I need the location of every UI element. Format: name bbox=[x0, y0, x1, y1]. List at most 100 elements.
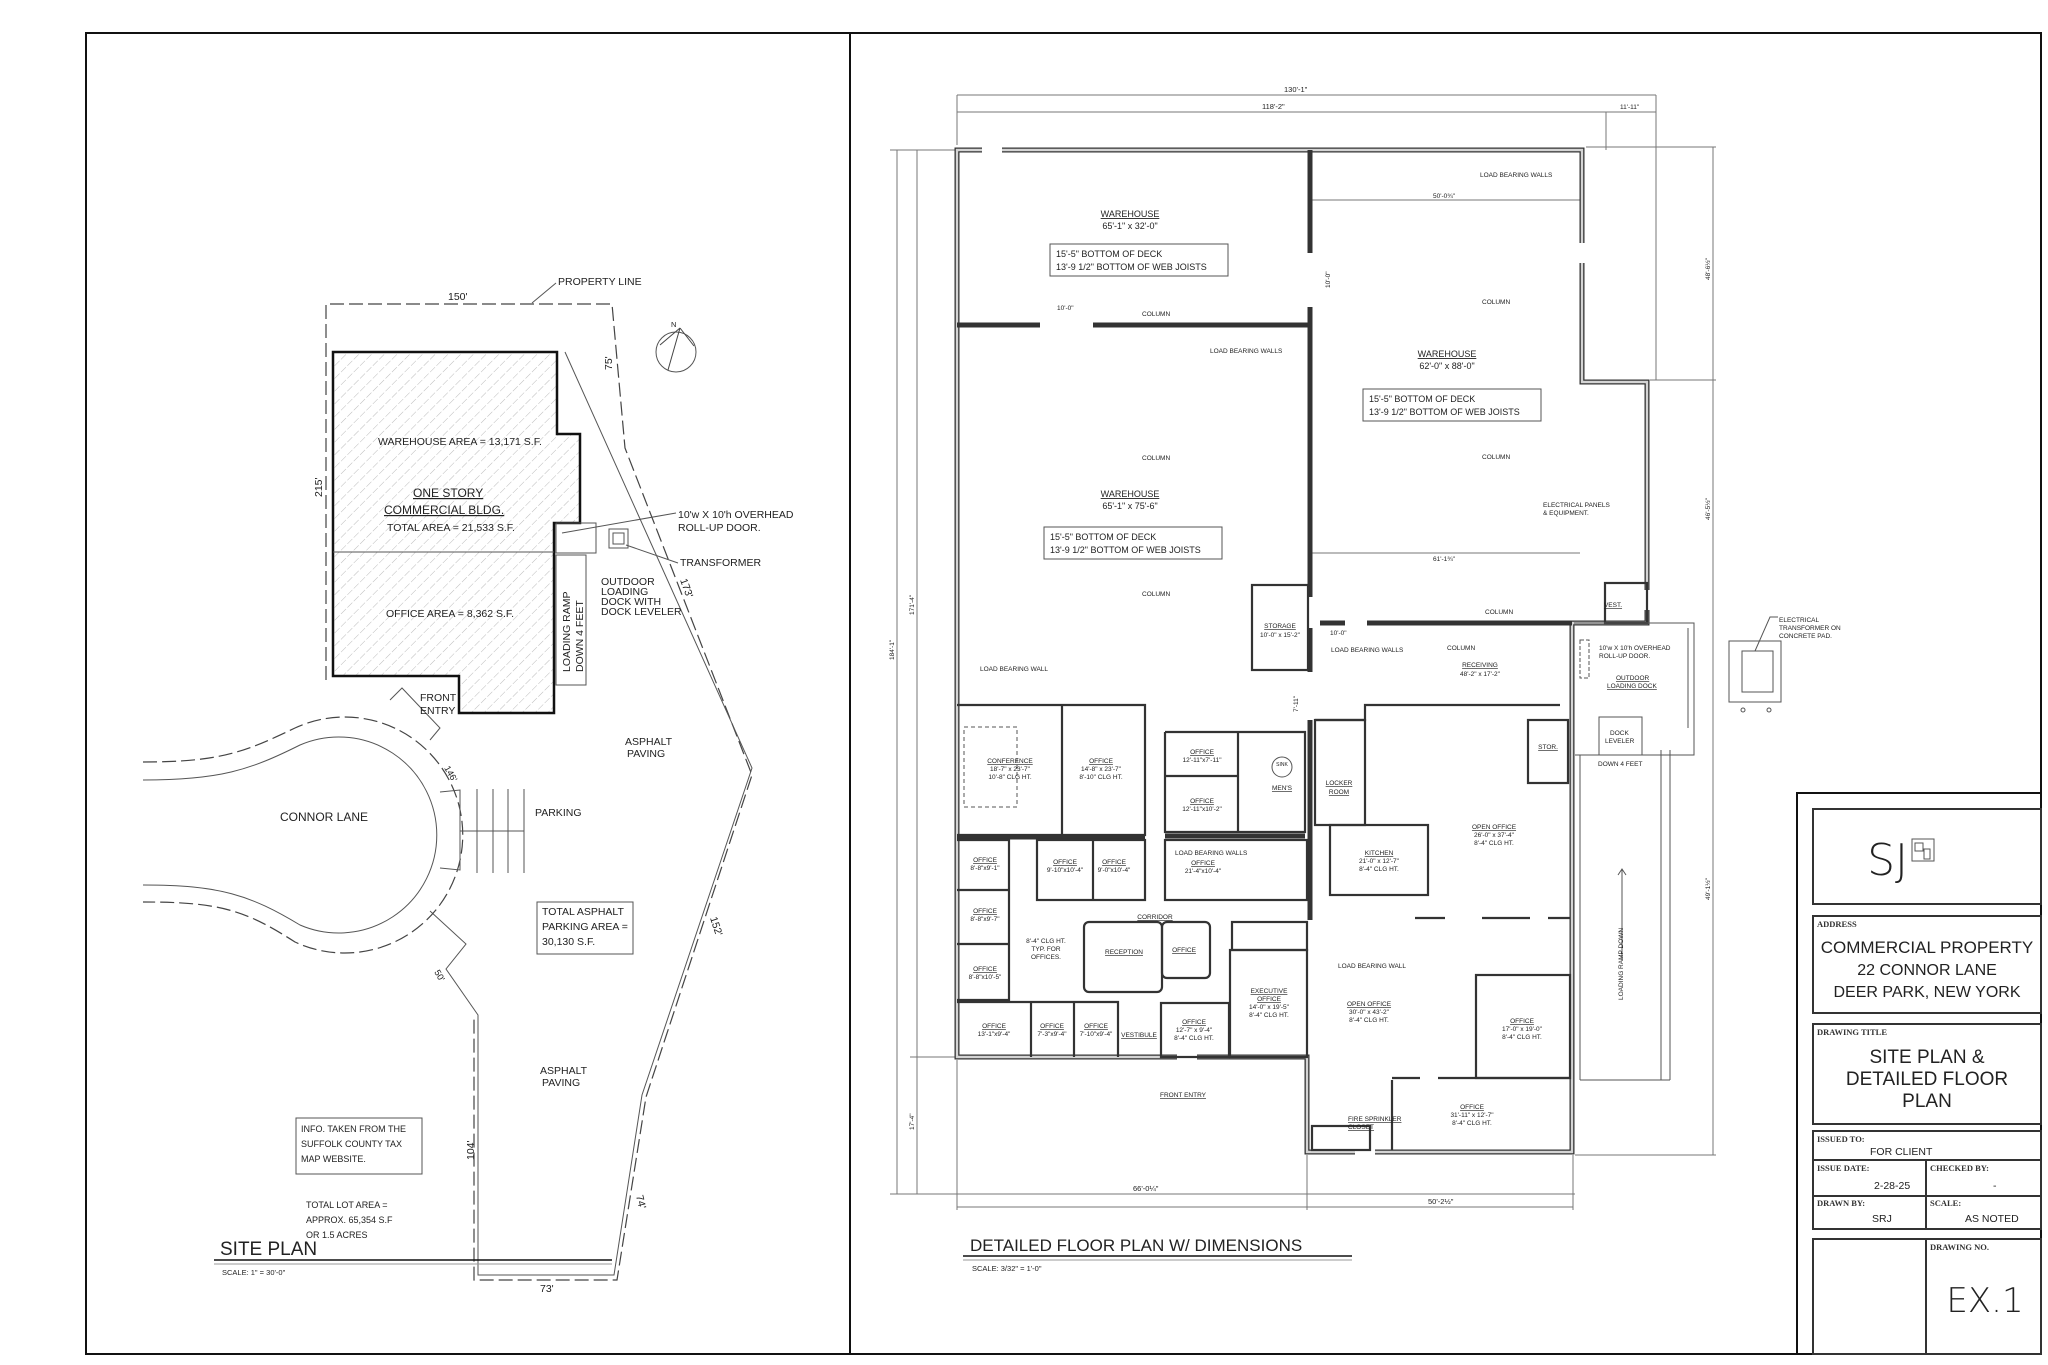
room-size: OFFICE bbox=[1257, 996, 1281, 1003]
room-clg: 8'-4" CLG HT. bbox=[1474, 840, 1514, 847]
room-name: VEST. bbox=[1604, 602, 1622, 609]
dim-right-c: 49'-1½" bbox=[1704, 877, 1712, 900]
site-plan: N WAREHOUSE AREA = 13,171 S.F. ONE STORY… bbox=[142, 276, 794, 1295]
room-name: WAREHOUSE bbox=[1101, 209, 1160, 219]
address-label: ADDRESS bbox=[1817, 919, 1857, 929]
address-line: DEER PARK, NEW YORK bbox=[1834, 984, 2021, 1001]
room-name: WAREHOUSE bbox=[1101, 489, 1160, 499]
room-size: 21'-4"x10'-4" bbox=[1185, 868, 1222, 875]
room-size: 48'-2" x 17'-2" bbox=[1460, 671, 1501, 678]
room-size: 9'-10"x10'-4" bbox=[1047, 867, 1084, 874]
title-block: SJ ADDRESS COMMERCIAL PROPERTY 22 CONNOR… bbox=[1812, 808, 2042, 1355]
loading-ramp-label-2: DOWN 4 FEET bbox=[574, 600, 586, 672]
room-clg: 8'-4" CLG HT. bbox=[1359, 866, 1399, 873]
transformer-note: CONCRETE PAD. bbox=[1779, 633, 1832, 640]
dim-depth-b: 17'-4" bbox=[909, 1113, 916, 1130]
room-name: OFFICE bbox=[982, 1023, 1006, 1030]
dim-bottom-b: 50'-2½" bbox=[1428, 1197, 1454, 1206]
sheet-frame bbox=[85, 32, 2042, 1355]
dim-bottom: 73' bbox=[540, 1283, 554, 1295]
logo-box: SJ bbox=[1812, 808, 2042, 905]
room-size: 8'-8"x9'-7" bbox=[970, 916, 1000, 923]
parking-area-line-2: PARKING AREA = bbox=[542, 921, 628, 933]
dim-width-a: 118'-2" bbox=[1262, 102, 1285, 111]
dim-overall-width: 130'-1" bbox=[1284, 85, 1308, 94]
room-name: OFFICE bbox=[973, 966, 997, 973]
warehouse-area-label: WAREHOUSE AREA = 13,171 S.F. bbox=[378, 436, 542, 448]
dock-leveler-label: LEVELER bbox=[1605, 738, 1635, 745]
ceiling-note: OFFICES. bbox=[1031, 954, 1061, 961]
front-entry-label-2: ENTRY bbox=[420, 705, 455, 717]
dim-width-b: 11'-11" bbox=[1620, 104, 1640, 111]
room-size: 12'-11"x7'-11" bbox=[1182, 757, 1222, 764]
room-name: OFFICE bbox=[973, 857, 997, 864]
address-box: ADDRESS COMMERCIAL PROPERTY 22 CONNOR LA… bbox=[1812, 915, 2042, 1014]
blueprint-icon bbox=[1911, 838, 1935, 862]
loading-dock-label-3: DOCK WITH bbox=[601, 596, 661, 608]
total-area-label: TOTAL AREA = 21,533 S.F. bbox=[387, 522, 515, 534]
column-label: COLUMN bbox=[1447, 645, 1475, 652]
checked-by-label: CHECKED BY: bbox=[1930, 1163, 1989, 1173]
overhead-door-label: 10'w X 10'h OVERHEAD bbox=[1599, 645, 1671, 652]
building-label-1: ONE STORY bbox=[413, 486, 483, 500]
load-bearing-walls-label: LOAD BEARING WALLS bbox=[1480, 172, 1553, 179]
drawn-by-label: DRAWN BY: bbox=[1817, 1198, 1865, 1208]
floor-plan-title: DETAILED FLOOR PLAN W/ DIMENSIONS bbox=[970, 1236, 1302, 1255]
cul-de-sac bbox=[142, 687, 525, 954]
room-size: 65'-1" x 75'-6" bbox=[1102, 501, 1157, 511]
address-line: 22 CONNOR LANE bbox=[1857, 962, 1997, 979]
room-clg: 8'-4" CLG HT. bbox=[1174, 1035, 1214, 1042]
dim-right-b: 46'-5½" bbox=[1704, 497, 1712, 520]
ceiling-note: TYP. FOR bbox=[1031, 946, 1060, 953]
dim-gap-1: 10'-0" bbox=[1057, 305, 1074, 312]
room-name: OFFICE bbox=[1190, 798, 1214, 805]
property-line-label: PROPERTY LINE bbox=[558, 276, 642, 288]
corridor-label: CORRIDOR bbox=[1137, 914, 1173, 921]
room-size: 18'-7" x 23'-7" bbox=[990, 766, 1031, 773]
room-name: OFFICE bbox=[1172, 947, 1196, 954]
address-line: COMMERCIAL PROPERTY bbox=[1821, 938, 2034, 957]
overhead-door-label-1: 10'w X 10'h OVERHEAD bbox=[678, 509, 794, 521]
room-name: OFFICE bbox=[1190, 749, 1214, 756]
site-plan-scale: SCALE: 1" = 30'-0" bbox=[222, 1268, 286, 1277]
building-label-2: COMMERCIAL BLDG. bbox=[384, 503, 504, 517]
dim-top: 150' bbox=[448, 291, 468, 303]
deck-note-line: 15'-5" BOTTOM OF DECK bbox=[1050, 532, 1156, 542]
drawing-title-line: PLAN bbox=[1902, 1091, 1952, 1112]
info-line-1: INFO. TAKEN FROM THE bbox=[301, 1124, 406, 1134]
lot-area-line-2: APPROX. 65,354 S.F bbox=[306, 1215, 393, 1225]
room-name: WAREHOUSE bbox=[1418, 349, 1477, 359]
dim-gap-3: 10'-0" bbox=[1330, 630, 1347, 637]
room-name: OFFICE bbox=[1040, 1023, 1064, 1030]
room-size: 13'-1"x9'-4" bbox=[978, 1031, 1011, 1038]
electrical-panels-label: & EQUIPMENT. bbox=[1543, 510, 1589, 517]
room-name: OFFICE bbox=[1089, 758, 1113, 765]
transformer-note: ELECTRICAL bbox=[1779, 617, 1819, 624]
room-size: 62'-0" x 88'-0" bbox=[1419, 361, 1474, 371]
load-bearing-walls-label: LOAD BEARING WALLS bbox=[1331, 647, 1404, 654]
scale-value: AS NOTED bbox=[1965, 1213, 2019, 1225]
dim-cul: 146' bbox=[442, 764, 459, 784]
dim-east: 173' bbox=[677, 577, 695, 599]
site-plan-title: SITE PLAN bbox=[220, 1239, 317, 1260]
loading-dock bbox=[1574, 622, 1695, 1081]
dim-inner-50: 50'-0¾" bbox=[1433, 193, 1456, 200]
loading-dock-label-1: OUTDOOR bbox=[601, 576, 655, 588]
asphalt-label-1-b: PAVING bbox=[627, 748, 665, 760]
room-size: 21'-0" x 12'-7" bbox=[1359, 858, 1400, 865]
room-name: RECEIVING bbox=[1462, 662, 1498, 669]
room-name: CONFERENCE bbox=[987, 758, 1033, 765]
scale-label: SCALE: bbox=[1930, 1198, 1961, 1208]
loading-ramp-label-1: LOADING RAMP bbox=[561, 591, 573, 672]
room-name: STORAGE bbox=[1264, 623, 1296, 630]
dim-inner-61: 61'-1¾" bbox=[1433, 556, 1456, 563]
room-name: OFFICE bbox=[973, 908, 997, 915]
ceiling-note: 8'-4" CLG HT. bbox=[1026, 938, 1066, 945]
interior-walls bbox=[957, 150, 1649, 1152]
issue-date-value: 2-28-25 bbox=[1874, 1180, 1910, 1192]
asphalt-label-1-a: ASPHALT bbox=[625, 736, 673, 748]
street-label: CONNOR LANE bbox=[280, 810, 368, 824]
load-bearing-walls-label: LOAD BEARING WALLS bbox=[1175, 850, 1248, 857]
dim-depth-a: 171'-4" bbox=[909, 594, 916, 615]
parking-label: PARKING bbox=[535, 807, 581, 819]
